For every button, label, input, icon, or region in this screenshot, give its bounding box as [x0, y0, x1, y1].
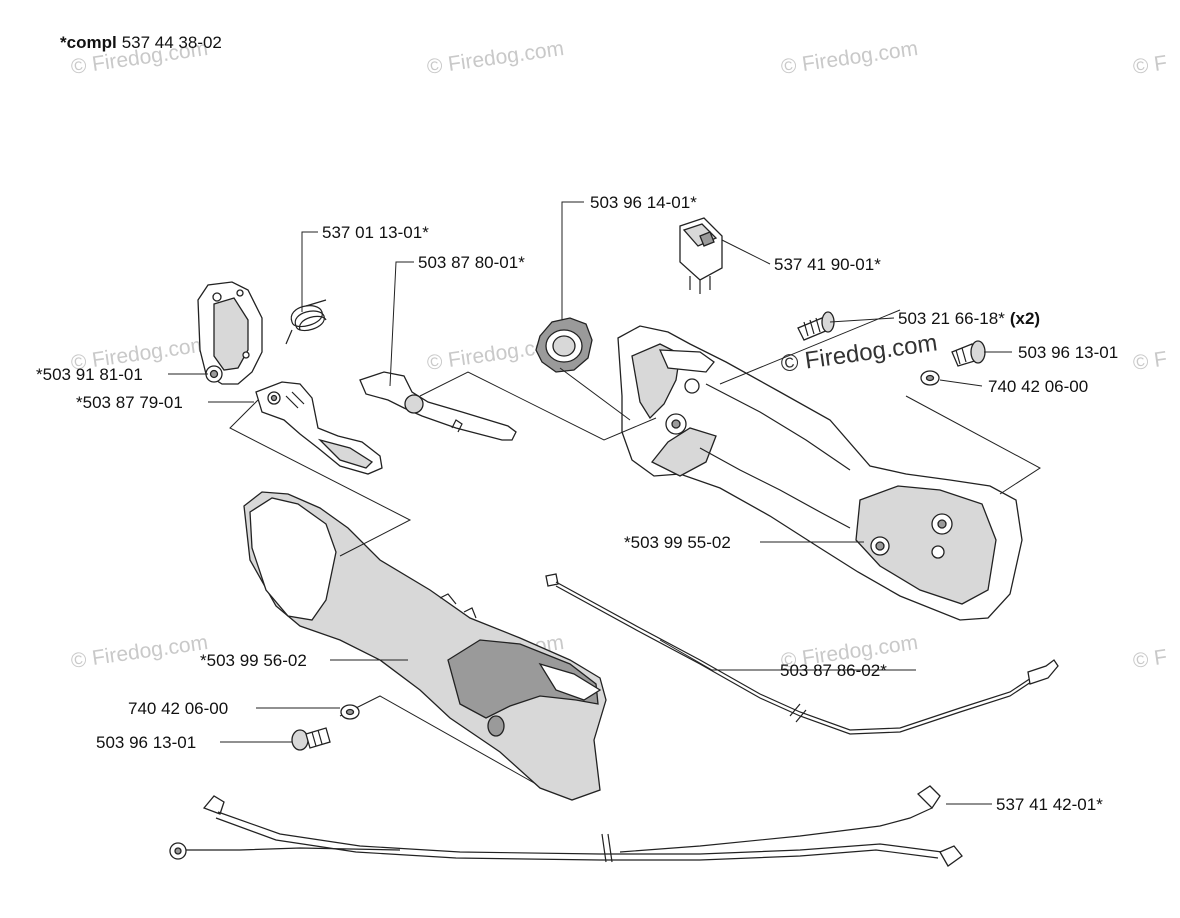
header-number: 537 44 38-02: [122, 33, 222, 52]
label-740-42-06-00-left: 740 42 06-00: [128, 699, 228, 718]
watermark: © F: [1131, 347, 1168, 375]
watermark: © Firedog.com: [69, 631, 209, 673]
label-503-96-13-01-left: 503 96 13-01: [96, 733, 196, 752]
watermark: © F: [1131, 645, 1168, 673]
label-503-87-80-01: 503 87 80-01*: [418, 253, 525, 272]
label-503-99-55-02: *503 99 55-02: [624, 533, 731, 552]
label-503-21-66-18: 503 21 66-18* (x2): [898, 309, 1040, 328]
leader-lines: [168, 201, 1041, 805]
part-switch-537-41-90-01: [679, 217, 723, 294]
part-screw-left-503-96-13-01: [291, 727, 331, 751]
label-503-87-79-01: *503 87 79-01: [76, 393, 183, 412]
part-labels: 537 01 13-01* 503 87 80-01* 503 96 14-01…: [36, 193, 1118, 814]
part-lever-503-87-79-01: [255, 381, 383, 475]
label-503-21-66-18-number: 503 21 66-18*: [898, 309, 1005, 328]
label-537-41-42-01: 537 41 42-01*: [996, 795, 1103, 814]
part-trigger-503-87-80-01: [359, 371, 517, 441]
part-handle-left-503-99-56-02: [243, 491, 607, 801]
label-503-96-14-01: 503 96 14-01*: [590, 193, 697, 212]
label-503-99-56-02: *503 99 56-02: [200, 651, 307, 670]
watermark: © Firedog.com: [425, 37, 565, 79]
header-prefix: *compl: [60, 33, 117, 52]
part-ring-503-96-14-01: [535, 317, 593, 373]
label-503-96-13-01-right: 503 96 13-01: [1018, 343, 1118, 362]
part-washer-left-740-42-06-00: [340, 704, 360, 720]
label-503-21-66-18-qty: (x2): [1010, 309, 1040, 328]
part-handle-right-503-99-55-02: [617, 325, 1023, 621]
label-740-42-06-00-right: 740 42 06-00: [988, 377, 1088, 396]
label-537-01-13-01: 537 01 13-01*: [322, 223, 429, 242]
part-clamp-503-91-81-01: [197, 281, 263, 385]
assembly-header: *compl 537 44 38-02: [60, 33, 222, 52]
part-spring-537-01-13-01: [285, 299, 327, 345]
watermark: © F: [1131, 51, 1168, 79]
part-screw-503-21-66-18: [797, 311, 835, 341]
part-screw-right-503-96-13-01: [951, 340, 986, 367]
label-503-87-86-02: 503 87 86-02*: [780, 661, 887, 680]
part-cable-503-87-86-02: [545, 573, 1059, 735]
label-503-91-81-01: *503 91 81-01: [36, 365, 143, 384]
watermark: © Firedog.com: [779, 37, 919, 79]
label-537-41-90-01: 537 41 90-01*: [774, 255, 881, 274]
part-harness-537-41-42-01: [169, 785, 963, 867]
part-washer-right-740-42-06-00: [920, 370, 940, 386]
